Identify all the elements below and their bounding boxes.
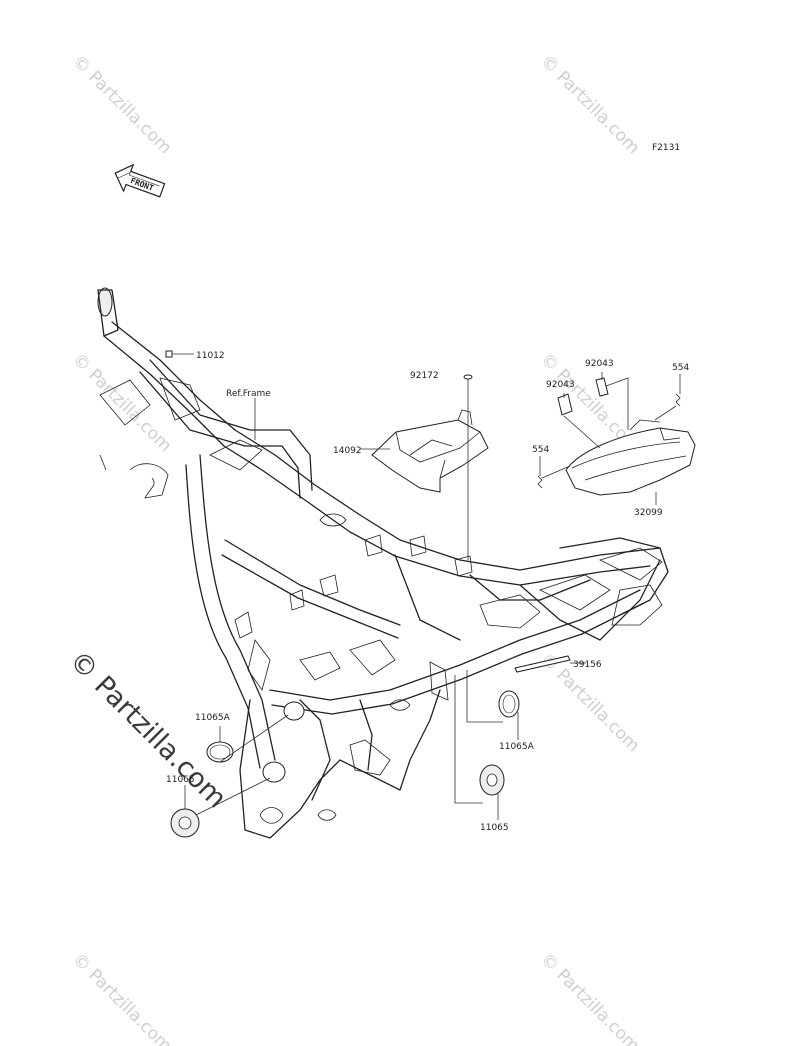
- leader-lines: [172, 353, 681, 820]
- callout-554-top[interactable]: 554: [672, 363, 689, 373]
- part-11065A-grommet-right[interactable]: [498, 690, 520, 718]
- part-11065-cap-left[interactable]: [170, 808, 200, 838]
- frame-assembly: [97, 287, 669, 839]
- part-14092-bracket[interactable]: [371, 409, 489, 493]
- frame-socket-upper: [283, 701, 305, 721]
- callout-32099[interactable]: 32099: [634, 508, 663, 518]
- figure-code: F2131: [652, 143, 680, 153]
- part-554-clip-b[interactable]: [537, 475, 543, 489]
- callout-39156[interactable]: 39156: [573, 660, 602, 670]
- watermark-bottom-right: © Partzilla.com: [536, 949, 643, 1046]
- callout-14092[interactable]: 14092: [333, 446, 362, 456]
- part-92172-screw[interactable]: [463, 374, 473, 387]
- callout-labels: 11012 Ref.Frame 92172 14092 92043 92043 …: [166, 351, 689, 833]
- part-32099-cover[interactable]: [565, 419, 696, 496]
- part-11065-cap-right[interactable]: [479, 764, 505, 796]
- callout-92172[interactable]: 92172: [410, 371, 439, 381]
- part-554-clip-a[interactable]: [675, 393, 681, 407]
- callout-11065-bottom[interactable]: 11065: [480, 823, 509, 833]
- front-arrow-icon: FRONT: [114, 163, 166, 198]
- callout-11065-left[interactable]: 11065: [166, 775, 195, 785]
- watermark-bottom-left: © Partzilla.com: [68, 949, 175, 1046]
- callout-92043-mid[interactable]: 92043: [546, 380, 575, 390]
- callout-11065A-right[interactable]: 11065A: [499, 742, 535, 752]
- part-92043-pin-a[interactable]: [557, 393, 573, 416]
- part-92043-pin-b[interactable]: [595, 377, 609, 397]
- frame-socket-lower: [262, 761, 286, 783]
- callout-92043-top[interactable]: 92043: [585, 359, 614, 369]
- part-39156-strap[interactable]: [514, 655, 571, 673]
- watermark-large: © Partzilla.com: [63, 645, 232, 814]
- part-11065A-grommet-left[interactable]: [206, 741, 234, 763]
- watermark-layer: © Partzilla.com © Partzilla.com © Partzi…: [63, 51, 643, 1046]
- callout-11065A-left[interactable]: 11065A: [195, 713, 231, 723]
- watermark-mid-left: © Partzilla.com: [68, 349, 175, 456]
- part-11012-bolt[interactable]: [165, 350, 173, 358]
- callout-554-left[interactable]: 554: [532, 445, 549, 455]
- watermark-top-left: © Partzilla.com: [68, 51, 175, 158]
- callout-11012[interactable]: 11012: [196, 351, 225, 361]
- watermark-top-right: © Partzilla.com: [536, 51, 643, 158]
- callout-ref-frame: Ref.Frame: [226, 389, 271, 399]
